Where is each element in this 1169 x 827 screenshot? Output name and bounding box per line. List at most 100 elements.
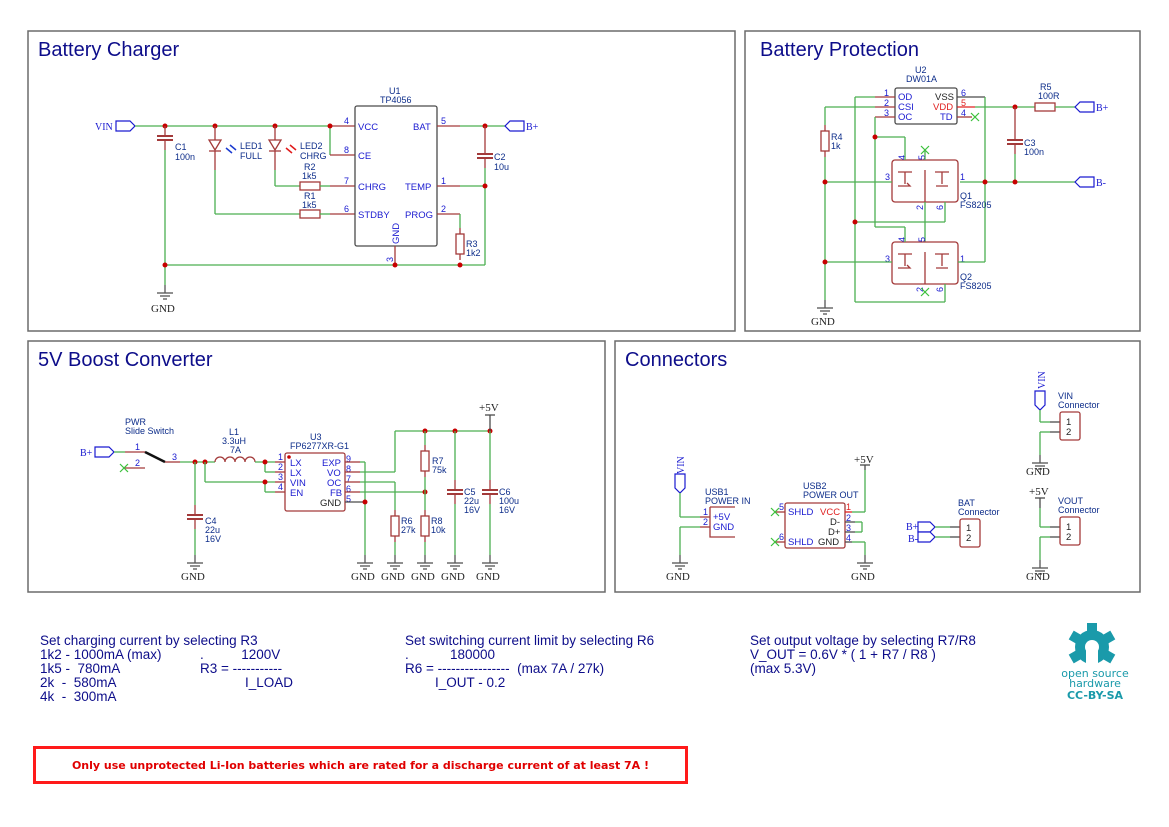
svg-text:1: 1: [1066, 417, 1071, 428]
connector-usb2: [784, 502, 846, 549]
logo-line2: hardware: [1069, 677, 1121, 690]
u3-ref: U3: [310, 432, 322, 442]
frame-battery-protection: [744, 30, 1141, 332]
svg-text:7: 7: [344, 176, 349, 186]
usb2-value: POWER OUT: [803, 490, 859, 500]
r8-ref: R8: [431, 516, 443, 526]
svg-text:1: 1: [703, 507, 708, 517]
svg-text:GND: GND: [441, 571, 465, 583]
c5-ref: C5: [464, 487, 476, 497]
svg-text:+5V: +5V: [854, 454, 874, 466]
vin-port-icon: [115, 120, 136, 132]
u1-value: TP4056: [380, 95, 412, 105]
net-label-bplus: B+: [526, 122, 539, 133]
svg-text:4: 4: [961, 108, 966, 118]
r2-ref: R2: [304, 162, 316, 172]
usb2-ref: USB2: [803, 481, 827, 491]
r3-ref: R3: [466, 239, 478, 249]
logo-line1: open source: [1061, 667, 1129, 680]
c4-rating: 16V: [205, 534, 221, 544]
svg-text:4: 4: [344, 116, 349, 126]
r6-ref: R6: [401, 516, 413, 526]
svg-text:VDD: VDD: [933, 102, 953, 113]
r7-ref: R7: [432, 456, 444, 466]
svg-text:LX: LX: [290, 468, 302, 479]
ic-u1-tp4056: [354, 105, 438, 247]
svg-text:GND: GND: [1026, 571, 1050, 583]
svg-text:+5V: +5V: [1029, 486, 1049, 498]
svg-text:4: 4: [278, 482, 283, 492]
resistor-r7: [420, 444, 430, 478]
svg-text:GND: GND: [381, 571, 405, 583]
resistor-r2: [299, 181, 321, 191]
bplus-port-icon: [94, 446, 115, 458]
svg-text:D-: D-: [830, 517, 840, 528]
svg-text:1: 1: [1066, 522, 1071, 533]
r8-value: 10k: [431, 525, 446, 535]
capacitor-c5: [446, 479, 464, 505]
u2-ref: U2: [915, 65, 927, 75]
svg-text:VIN: VIN: [676, 456, 687, 474]
svg-text:1: 1: [960, 254, 965, 264]
svg-text:SHLD: SHLD: [788, 537, 813, 548]
resistor-r8: [420, 509, 430, 543]
svg-text:2: 2: [915, 287, 925, 292]
svg-text:GND: GND: [391, 223, 402, 244]
sheet-title-boost: 5V Boost Converter: [38, 349, 213, 371]
c1-ref: C1: [175, 142, 187, 152]
sheet-title-protection: Battery Protection: [760, 39, 919, 61]
svg-text:GND: GND: [666, 571, 690, 583]
svg-text:9: 9: [346, 454, 351, 464]
r6-value: 27k: [401, 525, 416, 535]
svg-text:1: 1: [278, 452, 283, 462]
svg-text:1: 1: [441, 176, 446, 186]
svg-text:VO: VO: [327, 468, 341, 479]
svg-text:3: 3: [172, 452, 177, 462]
svg-text:6: 6: [344, 204, 349, 214]
c6-rating: 16V: [499, 505, 515, 515]
c1-value: 100n: [175, 152, 195, 162]
r7-value: 75k: [432, 465, 447, 475]
svg-text:5: 5: [917, 237, 927, 242]
gnd-symbol: [156, 284, 174, 300]
frame-connectors: [614, 340, 1141, 593]
vin-connector-ref: VIN: [1058, 391, 1073, 401]
svg-text:FB: FB: [330, 488, 342, 499]
svg-text:+5V: +5V: [713, 512, 731, 523]
svg-text:6: 6: [961, 88, 966, 98]
bminus-port-icon: [917, 531, 936, 543]
c2-ref: C2: [494, 152, 506, 162]
svg-text:2: 2: [441, 204, 446, 214]
open-source-hardware-logo-icon: [1068, 623, 1116, 669]
bat-connector-ref: BAT: [958, 498, 975, 508]
r4-value: 1k: [831, 141, 841, 151]
svg-text:D+: D+: [828, 527, 841, 538]
c3-ref: C3: [1024, 138, 1036, 148]
svg-text:GND: GND: [476, 571, 500, 583]
inductor-l1: [214, 456, 256, 463]
capacitor-c3: [1006, 129, 1024, 155]
logo-license: CC-BY-SA: [1066, 689, 1124, 702]
r4-ref: R4: [831, 132, 843, 142]
net-label-bplus: B+: [80, 448, 93, 459]
c6-value: 100u: [499, 496, 519, 506]
svg-text:B+: B+: [1096, 103, 1109, 114]
led2-value: CHRG: [300, 151, 327, 161]
led1-value: FULL: [240, 151, 262, 161]
vin-port-icon: [1034, 390, 1046, 411]
slide-switch-icon[interactable]: [144, 450, 166, 464]
q2-value: FS8205: [960, 281, 992, 291]
bat-connector-value: Connector: [958, 507, 1000, 517]
svg-text:GND: GND: [1026, 466, 1050, 478]
svg-text:GND: GND: [713, 522, 734, 533]
r5-ref: R5: [1040, 82, 1052, 92]
bplus-port-icon: [1074, 101, 1095, 113]
note-output-voltage: Set output voltage by selecting R7/R8 V_…: [750, 633, 976, 676]
c2-value: 10u: [494, 162, 509, 172]
resistor-r3: [455, 227, 465, 261]
svg-text:1: 1: [960, 172, 965, 182]
switch-ref: PWR: [125, 417, 146, 427]
svg-text:GND: GND: [851, 571, 875, 583]
warning-box: Only use unprotected Li-Ion batteries wh…: [33, 746, 688, 784]
